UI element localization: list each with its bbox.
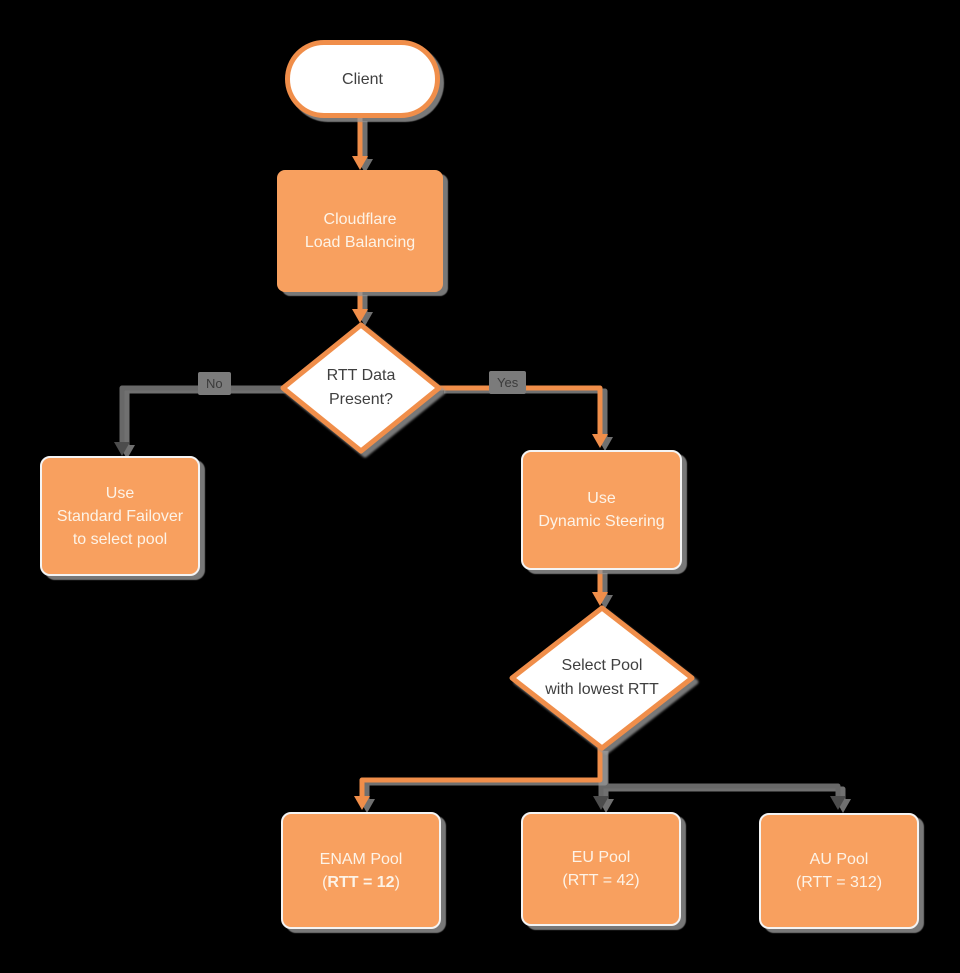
node-au-pool: AU Pool (RTT = 312) — [759, 813, 919, 929]
arrowhead-into-failover — [114, 442, 130, 456]
node-eu-pool: EU Pool (RTT = 42) — [521, 812, 681, 926]
node-enam-pool: ENAM Pool (RTT = 12) — [281, 812, 441, 929]
load-balancer-line2: Load Balancing — [304, 234, 416, 251]
edge-selectpool-to-enam — [359, 748, 603, 796]
enam-paren-open: ( — [322, 873, 328, 891]
enam-pool-line1: ENAM Pool — [319, 850, 403, 868]
edge-rtt-yes-to-dynamic-steering — [439, 385, 603, 434]
enam-pool-line2: (RTT = 12) — [322, 871, 400, 894]
arrowhead-into-eu-pool — [593, 796, 609, 810]
dynamic-steering-line2: Dynamic Steering — [538, 513, 665, 530]
select-pool-diamond — [509, 605, 695, 751]
arrowhead-into-rtt-decision — [352, 309, 368, 323]
load-balancer-line1: Cloudflare — [323, 211, 397, 228]
rtt-decision-line2: Present? — [328, 391, 394, 408]
dynamic-steering-line1: Use — [587, 490, 616, 507]
client-label: Client — [342, 70, 383, 88]
edge-rtt-no-to-failover — [119, 385, 283, 442]
node-load-balancer: Cloudflare Load Balancing — [277, 170, 443, 292]
node-select-pool-shape — [509, 605, 695, 751]
arrowhead-into-loadbalancer — [352, 156, 368, 170]
node-select-pool-label: Select Pool with lowest RTT — [512, 608, 692, 748]
au-pool-line2: (RTT = 312) — [795, 874, 883, 891]
node-client: Client — [285, 40, 440, 118]
rtt-decision-diamond — [280, 322, 442, 454]
edge-label-yes: Yes — [489, 371, 527, 394]
standard-failover-line2: Standard Failover — [56, 507, 184, 525]
arrowhead-into-selectpool — [592, 592, 608, 606]
standard-failover-line3: to select pool — [72, 530, 168, 548]
node-rtt-decision-shape — [280, 322, 442, 454]
standard-failover-line1: Use — [105, 484, 135, 502]
arrowhead-into-enam-pool — [354, 796, 370, 810]
rtt-decision-line1: RTT Data — [326, 367, 396, 384]
node-dynamic-steering: Use Dynamic Steering — [521, 450, 682, 570]
eu-pool-line2: (RTT = 42) — [562, 872, 640, 889]
arrowhead-into-dynamic-steering — [592, 434, 608, 448]
enam-paren-close: ) — [394, 873, 400, 891]
arrowhead-into-au-pool — [830, 796, 846, 810]
au-pool-line1: AU Pool — [809, 851, 869, 868]
select-pool-line2: with lowest RTT — [545, 681, 659, 698]
node-standard-failover: Use Standard Failover to select pool — [40, 456, 200, 576]
select-pool-line1: Select Pool — [561, 657, 643, 674]
edge-label-no: No — [198, 372, 231, 395]
eu-pool-line1: EU Pool — [571, 849, 631, 866]
node-rtt-decision-label: RTT Data Present? — [283, 325, 439, 451]
enam-rtt-value: RTT = 12 — [327, 873, 395, 891]
edge-selectpool-to-au — [598, 748, 841, 796]
